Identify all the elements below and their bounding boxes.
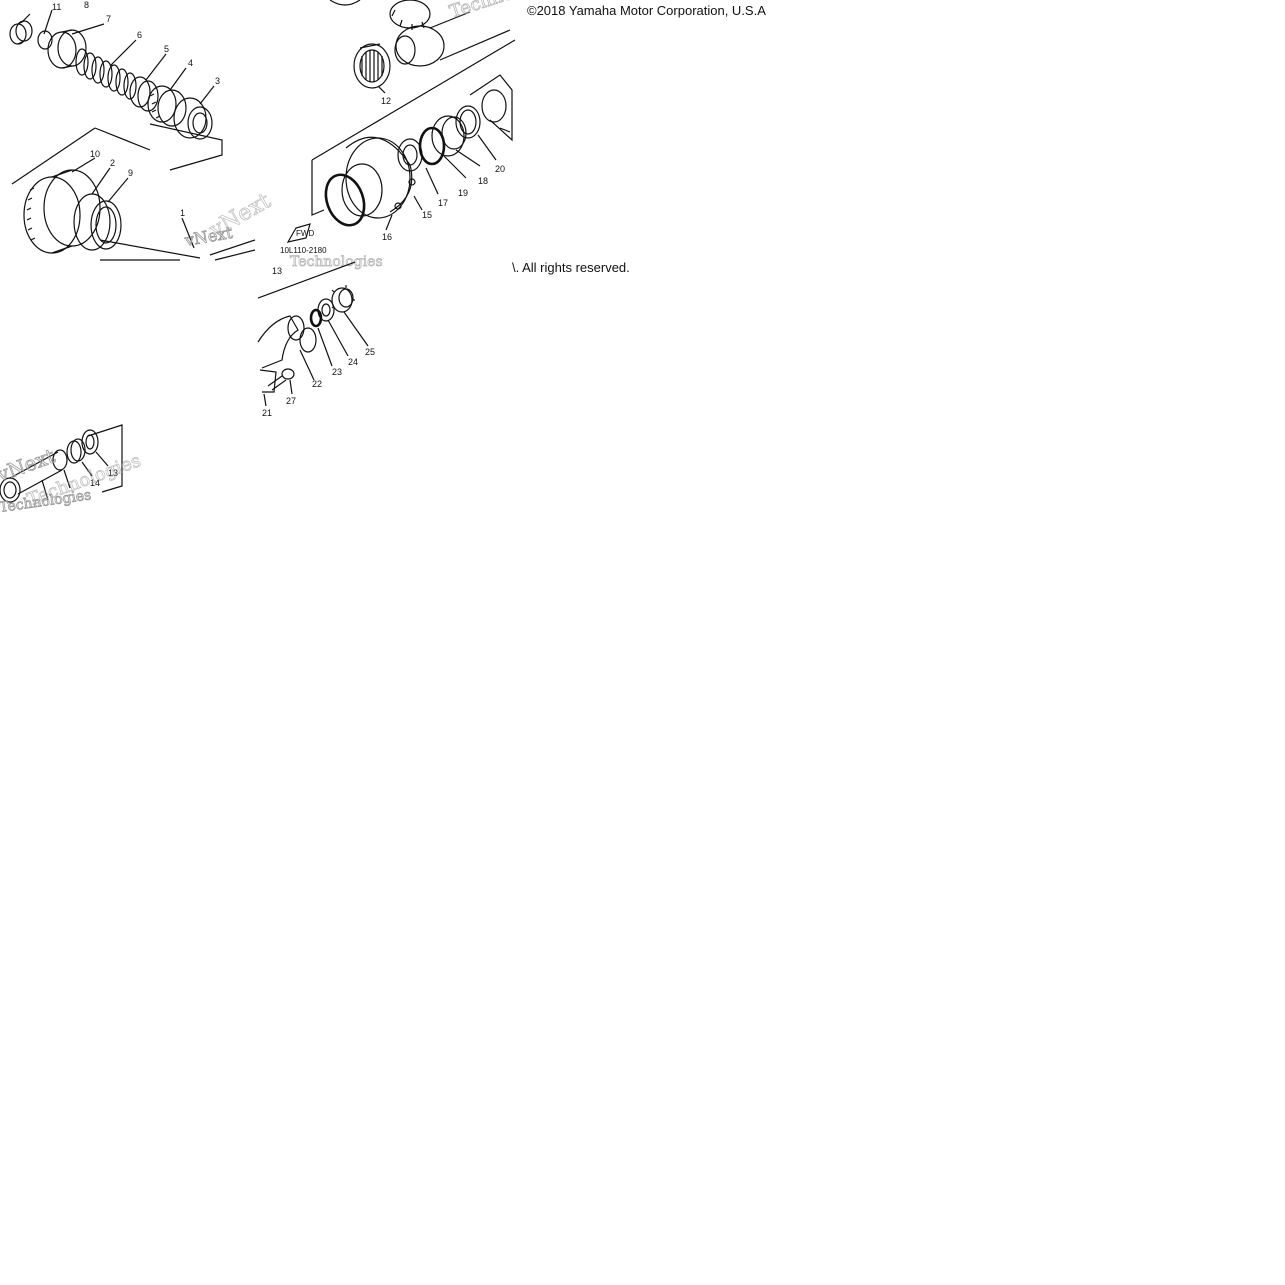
gasket: [469, 74, 513, 142]
label-23: 23: [332, 367, 342, 377]
label-24: 24: [348, 357, 358, 367]
part-5-sleeve: [129, 76, 159, 112]
part-4-gear: [147, 85, 187, 127]
part-9-washer: [90, 200, 122, 250]
part-12-needle-bearing: [353, 43, 391, 89]
part-22-yoke: [257, 315, 317, 393]
part-10-ring-gear: [23, 169, 101, 254]
copyright-notice: ©2018 Yamaha Motor Corporation, U.S.A: [527, 3, 766, 18]
label-25: 25: [365, 347, 375, 357]
label-20: 20: [495, 164, 505, 174]
label-27: 27: [286, 396, 296, 406]
label-1: 1: [180, 208, 185, 218]
watermark-text-2: vNext: [205, 188, 276, 243]
watermark-text-4: Technologies: [290, 254, 383, 270]
watermark-text-5: vNext: [0, 444, 58, 487]
label-17: 17: [438, 198, 448, 208]
bottom-left-assembly: 13 14 vNext Technologies Technologies: [0, 424, 144, 516]
label-10: 10: [90, 149, 100, 159]
label-6: 6: [137, 30, 142, 40]
pinion-gear-partial: [329, 0, 511, 67]
label-4: 4: [188, 58, 193, 68]
label-3: 3: [215, 76, 220, 86]
label-9: 9: [128, 168, 133, 178]
label-19: 19: [458, 188, 468, 198]
sleeve-part: [0, 449, 68, 503]
rights-reserved-notice: \. All rights reserved.: [512, 260, 630, 275]
label-11: 11: [52, 2, 61, 12]
label-13: 13: [272, 266, 282, 276]
part-25-nut: [331, 285, 355, 313]
part-7-collar: [47, 29, 87, 69]
label-16: 16: [382, 232, 392, 242]
part-16-o-ring: [324, 173, 366, 227]
callout-line-2: [11, 127, 96, 185]
svg-text:FWD: FWD: [296, 229, 314, 238]
label-13b: 13: [108, 468, 118, 478]
group-outline: [311, 39, 516, 216]
label-15: 15: [422, 210, 432, 220]
watermark-text-3: Technologies: [447, 0, 567, 23]
part-23-o-ring: [309, 308, 323, 328]
part-27-bolt: [267, 368, 295, 391]
part-code: 10L110-2180: [280, 246, 327, 255]
label-8: 8: [84, 0, 89, 10]
label-21: 21: [262, 408, 272, 418]
label-12: 12: [381, 96, 391, 106]
part-24-washer: [317, 298, 335, 322]
top-left-assembly: 11 8 7 6 5 4 3 10 2 9 1 vNext vNext: [9, 0, 276, 261]
label-14b: 14: [90, 478, 100, 488]
part-11-bearing: [9, 20, 33, 45]
label-2: 2: [110, 158, 115, 168]
top-right-assembly: 12: [272, 0, 567, 276]
label-7: 7: [106, 14, 111, 24]
forward-arrow-icon: FWD: [286, 223, 314, 243]
group-outline-2: [257, 261, 356, 299]
callout-line: [94, 127, 151, 151]
yoke-assembly: 23 24 25 22 27 21: [257, 261, 375, 418]
callout-bracket: [149, 123, 223, 171]
part-19-o-ring: [418, 126, 446, 166]
label-5: 5: [164, 44, 169, 54]
group-outline-3: [87, 424, 123, 493]
part-3-bearing: [173, 97, 213, 140]
shaft: [99, 239, 256, 261]
part-13-washer: [81, 429, 99, 455]
part-18-seal: [431, 115, 467, 157]
part-14-ring: [66, 438, 86, 464]
part-6-spring: [75, 48, 137, 100]
label-22: 22: [312, 379, 322, 389]
label-18: 18: [478, 176, 488, 186]
part-20-washer: [455, 105, 481, 139]
